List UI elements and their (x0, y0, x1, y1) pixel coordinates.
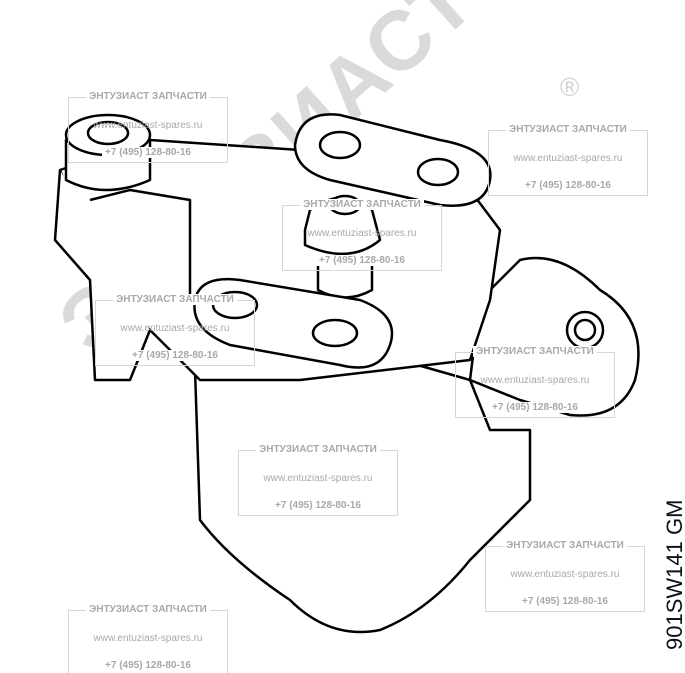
watermark-title: ЭНТУЗИАСТ ЗАПЧАСТИ (506, 124, 630, 135)
watermark-title: ЭНТУЗИАСТ ЗАПЧАСТИ (86, 604, 210, 615)
watermark-url: www.entuziast-spares.ru (263, 473, 373, 484)
part-code-label: 901SW141 GM (662, 499, 685, 650)
watermark-url: www.entuziast-spares.ru (93, 120, 203, 131)
watermark-phone: +7 (495) 128-80-16 (102, 147, 194, 158)
torx-icon (86, 120, 130, 146)
watermark-url: www.entuziast-spares.ru (513, 153, 623, 164)
watermark-phone: +7 (495) 128-80-16 (129, 350, 221, 361)
watermark-phone: +7 (495) 128-80-16 (519, 596, 611, 607)
watermark-phone: +7 (495) 128-80-16 (489, 402, 581, 413)
mounting-lug-right (468, 256, 640, 417)
watermark-box: ЭНТУЗИАСТ ЗАПЧАСТИ www.entuziast-spares.… (485, 540, 645, 616)
watermark-box: ЭНТУЗИАСТ ЗАПЧАСТИ www.entuziast-spares.… (238, 444, 398, 520)
watermark-phone: +7 (495) 128-80-16 (102, 660, 194, 671)
watermark-title: ЭНТУЗИАСТ ЗАПЧАСТИ (86, 91, 210, 102)
watermark-phone: +7 (495) 128-80-16 (272, 500, 364, 511)
watermark-title: ЭНТУЗИАСТ ЗАПЧАСТИ (256, 444, 380, 455)
pump-housing (193, 358, 532, 634)
watermark-box: ЭНТУЗИАСТ ЗАПЧАСТИ www.entuziast-spares.… (488, 124, 648, 200)
watermark-title: ЭНТУЗИАСТ ЗАПЧАСТИ (503, 540, 627, 551)
watermark-title: ЭНТУЗИАСТ ЗАПЧАСТИ (113, 294, 237, 305)
watermark-phone: +7 (495) 128-80-16 (522, 180, 614, 191)
watermark-phone: +7 (495) 128-80-16 (316, 255, 408, 266)
watermark-title: ЭНТУЗИАСТ ЗАПЧАСТИ (473, 346, 597, 357)
watermark-box: ЭНТУЗИАСТ ЗАПЧАСТИ www.entuziast-spares.… (68, 91, 228, 167)
watermark-url: www.entuziast-spares.ru (93, 633, 203, 644)
watermark-box: ЭНТУЗИАСТ ЗАПЧАСТИ www.entuziast-spares.… (95, 294, 255, 370)
watermark-box: ЭНТУЗИАСТ ЗАПЧАСТИ www.entuziast-spares.… (282, 199, 442, 275)
watermark-url: www.entuziast-spares.ru (510, 569, 620, 580)
registered-mark: ® (560, 72, 580, 102)
watermark-url: www.entuziast-spares.ru (480, 375, 590, 386)
watermark-url: www.entuziast-spares.ru (120, 323, 230, 334)
left-arm (53, 169, 152, 382)
watermark-title: ЭНТУЗИАСТ ЗАПЧАСТИ (300, 199, 424, 210)
watermark-box: ЭНТУЗИАСТ ЗАПЧАСТИ www.entuziast-spares.… (455, 346, 615, 422)
watermark-box: ЭНТУЗИАСТ ЗАПЧАСТИ www.entuziast-spares.… (68, 604, 228, 673)
watermark-url: www.entuziast-spares.ru (307, 228, 417, 239)
